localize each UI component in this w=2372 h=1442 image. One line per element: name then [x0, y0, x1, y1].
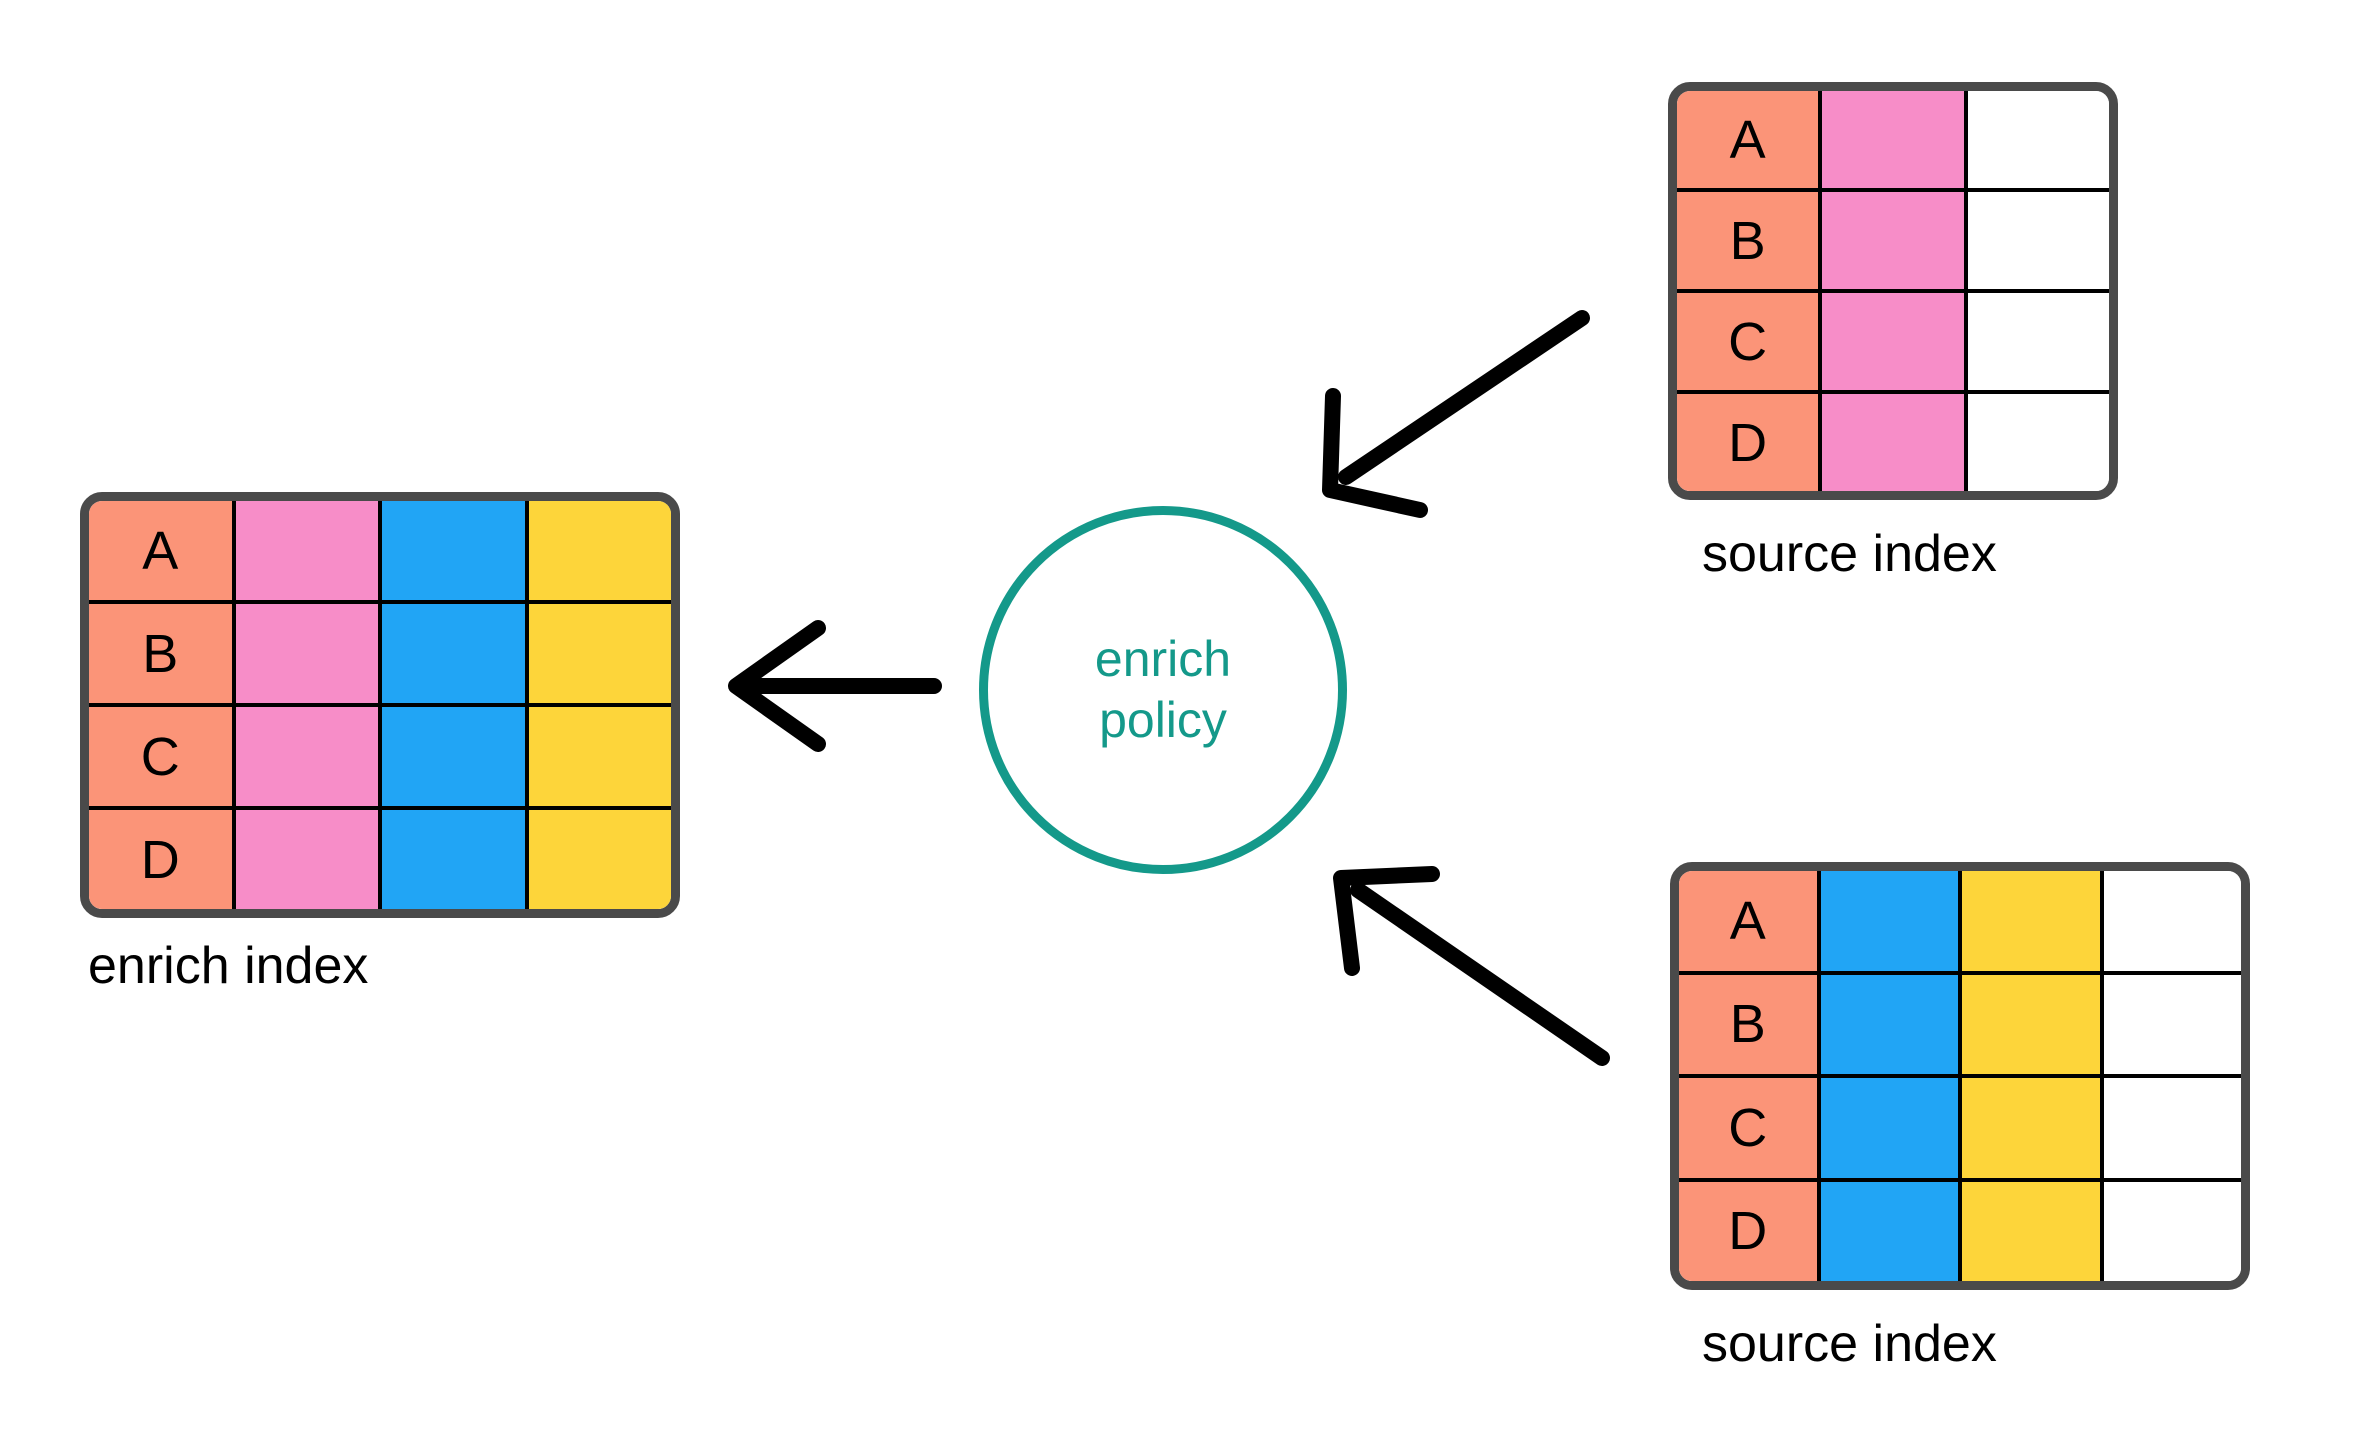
source-index-top-row: A — [1677, 91, 2109, 192]
enrich-index-field-cell — [235, 810, 382, 909]
enrich-index-field-cell — [528, 604, 671, 703]
enrich-index-field-cell — [235, 707, 382, 806]
source-index-bottom-row: C — [1679, 1078, 2241, 1182]
source-index-bottom-field-cell — [1962, 974, 2104, 1074]
source-index-top-row: B — [1677, 192, 2109, 293]
source-index-top-key-cell: B — [1677, 192, 1823, 289]
source-index-bottom-caption: source index — [1702, 1315, 1997, 1373]
enrich-index-field-cell — [528, 810, 671, 909]
source-index-bottom-field-cell — [1820, 1078, 1962, 1178]
source-index-top-key-cell: A — [1677, 91, 1823, 188]
source-index-top-field-cell — [1822, 394, 1968, 491]
source-index-bottom-key-cell: A — [1679, 871, 1821, 971]
source-index-top-field-cell — [1822, 91, 1968, 188]
arrow-top-source-to-policy — [1322, 310, 1590, 518]
arrow-bottom-source-to-policy — [1333, 866, 1610, 1066]
enrich-policy-label: enrich policy — [1094, 631, 1232, 748]
source-index-bottom-row: D — [1679, 1181, 2241, 1281]
source-index-bottom-row: B — [1679, 974, 2241, 1078]
enrich-index-field-cell — [235, 604, 382, 703]
source-index-bottom-field-cell — [2103, 871, 2241, 971]
enrich-index-field-cell — [382, 707, 529, 806]
source-index-top-field-cell — [1967, 394, 2109, 491]
enrich-index-caption: enrich index — [88, 937, 369, 995]
enrich-index-field-cell — [235, 501, 382, 600]
source-index-top-field-cell — [1822, 293, 1968, 390]
enrich-index-row: C — [89, 707, 671, 810]
source-index-top-caption: source index — [1702, 525, 1997, 583]
enrich-index-row: D — [89, 810, 671, 909]
source-index-top-field-cell — [1967, 293, 2109, 390]
enrich-index-field-cell — [528, 707, 671, 806]
enrich-index-field-cell — [528, 501, 671, 600]
source-index-bottom-field-cell — [1962, 1181, 2104, 1281]
source-index-bottom-key-cell: B — [1679, 974, 1821, 1074]
source-index-bottom-field-cell — [1820, 974, 1962, 1074]
enrich-index-row: B — [89, 604, 671, 707]
source-index-bottom-field-cell — [2103, 974, 2241, 1074]
arrow-policy-to-enrich-index — [728, 620, 942, 752]
enrich-index-row: A — [89, 501, 671, 604]
enrich-index-key-cell: C — [89, 707, 236, 806]
source-index-bottom-key-cell: C — [1679, 1078, 1821, 1178]
enrich-index-key-cell: A — [89, 501, 236, 600]
source-index-top-key-cell: C — [1677, 293, 1823, 390]
enrich-index-key-cell: D — [89, 810, 236, 909]
source-index-bottom-field-cell — [1962, 1078, 2104, 1178]
enrich-index-field-cell — [382, 501, 529, 600]
source-index-top-key-cell: D — [1677, 394, 1823, 491]
source-index-bottom-field-cell — [1820, 1181, 1962, 1281]
enrich-policy-node[interactable]: enrich policy — [979, 506, 1347, 874]
source-index-top-row: C — [1677, 293, 2109, 394]
source-index-bottom-field-cell — [1820, 871, 1962, 971]
source-index-top-field-cell — [1822, 192, 1968, 289]
source-index-bottom-field-cell — [2103, 1078, 2241, 1178]
source-index-bottom-field-cell — [1962, 871, 2104, 971]
source-index-bottom-row: A — [1679, 871, 2241, 975]
source-index-top-field-cell — [1967, 192, 2109, 289]
enrich-index-field-cell — [382, 604, 529, 703]
enrich-index-field-cell — [382, 810, 529, 909]
source-index-bottom-key-cell: D — [1679, 1181, 1821, 1281]
enrich-index-key-cell: B — [89, 604, 236, 703]
source-index-top-field-cell — [1967, 91, 2109, 188]
source-index-top-row: D — [1677, 394, 2109, 491]
source-index-bottom-field-cell — [2103, 1181, 2241, 1281]
